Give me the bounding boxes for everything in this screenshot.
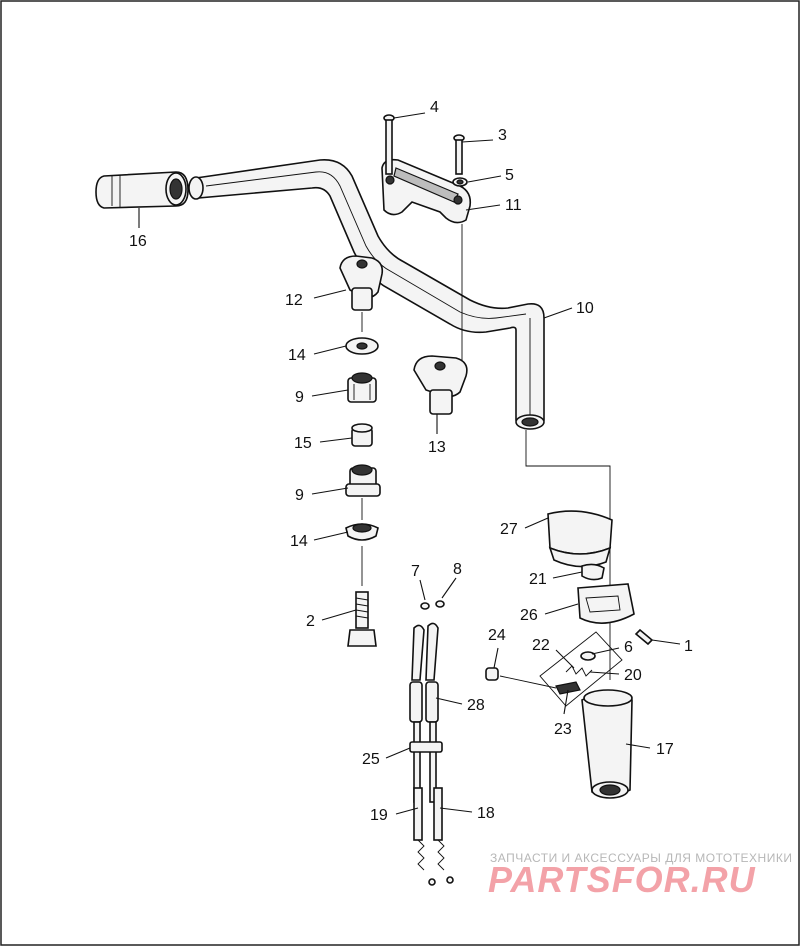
callout-5: 5 bbox=[505, 167, 514, 184]
callout-9-bottom: 9 bbox=[295, 487, 304, 504]
callout-17: 17 bbox=[656, 741, 674, 758]
callout-24: 24 bbox=[488, 627, 506, 644]
washer-14-top bbox=[345, 337, 379, 355]
callout-3: 3 bbox=[498, 127, 507, 144]
callout-15: 15 bbox=[294, 435, 312, 452]
callout-20: 20 bbox=[624, 667, 642, 684]
callout-1: 1 bbox=[684, 638, 693, 655]
throttle-cables bbox=[409, 622, 454, 886]
washer-6 bbox=[580, 651, 596, 661]
riser-13 bbox=[413, 355, 468, 415]
callout-16: 16 bbox=[129, 233, 147, 250]
callout-25: 25 bbox=[362, 751, 380, 768]
leader-lines bbox=[138, 112, 681, 815]
callout-6: 6 bbox=[624, 639, 633, 656]
ferrule-21 bbox=[581, 563, 605, 581]
cable-ferrules-7-8 bbox=[420, 600, 445, 610]
callout-23: 23 bbox=[554, 721, 572, 738]
callout-13: 13 bbox=[428, 439, 446, 456]
washer-14-bottom bbox=[345, 523, 379, 541]
washer-5 bbox=[452, 177, 468, 187]
throttle-housing-27 bbox=[547, 510, 613, 568]
callout-19: 19 bbox=[370, 807, 388, 824]
bushing-9-bottom bbox=[345, 464, 381, 497]
lower-housing-26 bbox=[577, 583, 635, 624]
callout-22: 22 bbox=[532, 637, 550, 654]
watermark-tagline: ЗАПЧАСТИ И АКСЕССУАРЫ ДЛЯ МОТОТЕХНИКИ bbox=[490, 851, 792, 865]
left-grip bbox=[95, 171, 189, 209]
riser-12 bbox=[339, 255, 384, 311]
callout-8: 8 bbox=[453, 561, 462, 578]
callout-18: 18 bbox=[477, 805, 495, 822]
top-clamp bbox=[381, 158, 472, 224]
callout-14-top: 14 bbox=[288, 347, 306, 364]
callout-7: 7 bbox=[411, 563, 420, 580]
callout-4: 4 bbox=[430, 99, 439, 116]
throttle-grip-17 bbox=[581, 689, 633, 799]
callout-labels: 1 2 3 4 5 6 7 8 9 9 10 11 12 13 14 14 15… bbox=[129, 99, 693, 824]
screw-3 bbox=[453, 134, 465, 175]
callout-11: 11 bbox=[505, 197, 522, 214]
screw-1 bbox=[634, 628, 654, 646]
callout-21: 21 bbox=[529, 571, 547, 588]
plug-24 bbox=[485, 667, 499, 681]
callout-10: 10 bbox=[576, 300, 594, 317]
sleeve-15 bbox=[351, 423, 373, 447]
callout-26: 26 bbox=[520, 607, 538, 624]
callout-28: 28 bbox=[467, 697, 485, 714]
spring-20 bbox=[565, 665, 593, 677]
bolt-2 bbox=[347, 591, 377, 647]
watermark-logo: PARTSFOR.RU bbox=[488, 859, 756, 900]
callout-2: 2 bbox=[306, 613, 315, 630]
screw-4 bbox=[383, 114, 395, 175]
callout-14-bottom: 14 bbox=[290, 533, 308, 550]
watermark: ЗАПЧАСТИ И АКСЕССУАРЫ ДЛЯ МОТОТЕХНИКИ PA… bbox=[488, 851, 792, 900]
callout-27: 27 bbox=[500, 521, 518, 538]
clip-23 bbox=[555, 681, 581, 695]
assembly-leader bbox=[525, 430, 611, 680]
bushing-9-top bbox=[347, 372, 377, 403]
bracket-22 bbox=[539, 631, 623, 707]
callout-12: 12 bbox=[285, 292, 303, 309]
callout-9-top: 9 bbox=[295, 389, 304, 406]
